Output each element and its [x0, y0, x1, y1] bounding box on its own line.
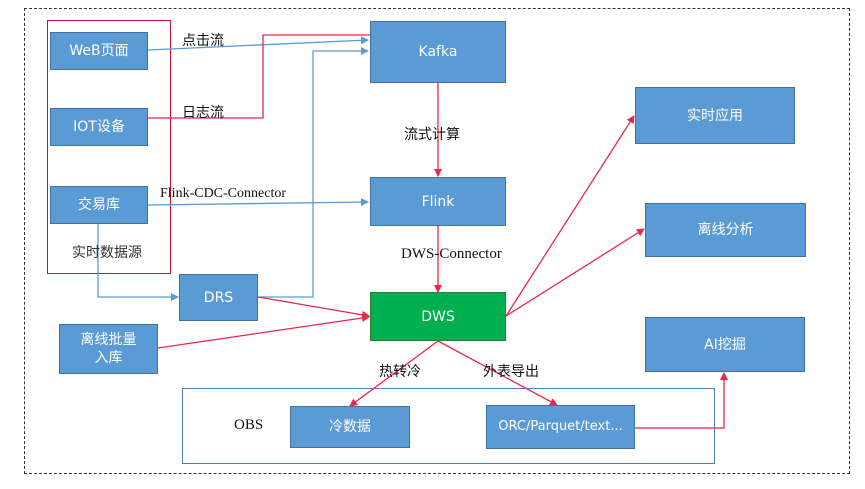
node-realtime-app[interactable]: 实时应用	[635, 87, 795, 144]
edge-label-flink-cdc: Flink-CDC-Connector	[160, 186, 286, 201]
edge-dws-to-cold-data	[349, 340, 439, 407]
obs-label: OBS	[234, 417, 264, 433]
edge-drs-to-dws	[257, 296, 370, 319]
node-offline-batch-label: 离线批量 入库	[80, 332, 137, 366]
realtime-sources-group	[47, 20, 171, 274]
edge-tradedb-to-flink	[147, 198, 369, 207]
node-offline-analysis[interactable]: 离线分析	[645, 203, 806, 257]
node-flink-label: Flink	[421, 193, 455, 210]
node-cold-data[interactable]: 冷数据	[290, 406, 410, 448]
edge-orc-to-ai	[634, 372, 728, 429]
edge-dws-to-realtime-app	[505, 115, 635, 317]
node-kafka-label: Kafka	[418, 44, 458, 60]
node-drs-label: DRS	[203, 289, 234, 306]
node-dws[interactable]: DWS	[370, 292, 506, 341]
edge-label-log-stream: 日志流	[182, 105, 224, 121]
diagram-frame	[24, 8, 850, 474]
node-ai-mining-label: AI挖掘	[704, 336, 746, 353]
edge-drs-to-kafka	[258, 47, 369, 298]
node-flink[interactable]: Flink	[370, 177, 506, 226]
node-offline-analysis-label: 离线分析	[697, 222, 754, 238]
obs-group	[182, 388, 715, 464]
node-dws-label: DWS	[421, 308, 455, 325]
edge-label-click-stream: 点击流	[182, 33, 224, 49]
node-orc-parquet[interactable]: ORC/Parquet/text...	[486, 405, 635, 449]
node-cold-data-label: 冷数据	[329, 419, 371, 435]
node-trade-db-label: 交易库	[78, 197, 120, 213]
node-offline-batch[interactable]: 离线批量 入库	[59, 324, 158, 374]
node-iot-device[interactable]: IOT设备	[50, 108, 148, 146]
node-trade-db[interactable]: 交易库	[50, 186, 148, 224]
node-web-page-label: WeB页面	[69, 43, 129, 59]
node-kafka[interactable]: Kafka	[370, 21, 506, 83]
node-realtime-app-label: 实时应用	[687, 107, 743, 124]
node-ai-mining[interactable]: AI挖掘	[645, 317, 805, 372]
edge-iot-to-kafka	[148, 31, 379, 119]
node-iot-device-label: IOT设备	[73, 119, 125, 135]
node-drs[interactable]: DRS	[179, 274, 258, 321]
edge-dws-to-offline-analysis	[505, 228, 645, 317]
node-orc-parquet-label: ORC/Parquet/text...	[498, 419, 623, 434]
edge-label-hot-to-cold: 热转冷	[379, 364, 421, 380]
edge-label-stream-compute: 流式计算	[404, 127, 460, 143]
edge-label-dws-connector: DWS-Connector	[401, 246, 502, 262]
edge-offline-to-dws	[157, 314, 370, 349]
node-web-page[interactable]: WeB页面	[50, 32, 148, 70]
edge-tradedb-to-drs	[97, 224, 179, 301]
edge-web-to-kafka	[147, 36, 369, 51]
realtime-sources-label: 实时数据源	[72, 245, 142, 261]
edge-dws-to-orc	[437, 340, 558, 406]
edge-label-foreign-export: 外表导出	[483, 364, 539, 380]
